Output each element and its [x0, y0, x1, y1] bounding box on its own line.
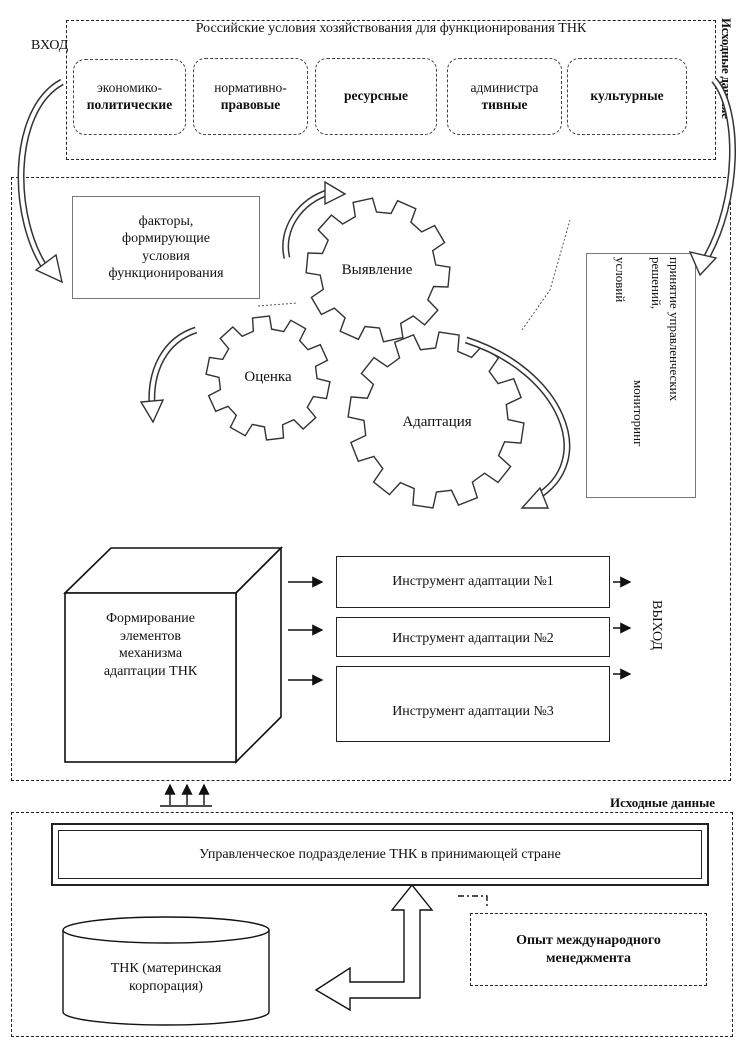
cube-shape [63, 546, 283, 764]
tool-label: Инструмент адаптации №3 [392, 704, 554, 719]
tool-box-2: Инструмент адаптации №2 [336, 617, 610, 657]
curved-arrow-detect-icon [282, 180, 347, 259]
management-decisions-box [586, 253, 696, 498]
cube-text: Формирование элементов механизма адаптац… [65, 610, 236, 680]
category-line: ресурсные [343, 88, 409, 104]
category-line: экономико- [96, 80, 163, 96]
parent-corporation-text: ТНК (материнская корпорация) [63, 960, 269, 996]
factors-line: функционирования [108, 266, 224, 281]
output-label: ВЫХОД [649, 600, 664, 650]
input-label: ВХОД [31, 38, 69, 53]
management-unit-inner: Управленческое подразделение ТНК в прини… [58, 830, 702, 879]
cube-line: механизма [118, 646, 183, 661]
category-economic-political: экономико- политические [73, 59, 186, 135]
parent-line: корпорация) [129, 979, 203, 995]
category-normative-legal: нормативно- правовые [193, 58, 308, 135]
category-line: тивные [481, 96, 528, 112]
experience-line: менеджмента [546, 950, 631, 966]
curved-arrow-adapt-icon [464, 336, 571, 509]
cube-line: элементов [119, 628, 182, 644]
cube-line: адаптации ТНК [103, 663, 198, 679]
category-resource: ресурсные [315, 58, 437, 135]
management-unit-box [51, 823, 709, 886]
factors-box: факторы, формирующие условия функциониро… [72, 196, 260, 299]
up-arrows-icon [160, 783, 212, 807]
category-line: культурные [590, 88, 664, 104]
category-line: администра [470, 79, 539, 95]
category-administrative: администра тивные [447, 58, 562, 135]
process-box [11, 177, 731, 781]
factors-line: условия [142, 248, 190, 264]
experience-line: Опыт международного [516, 933, 661, 948]
note-line: условий [613, 257, 628, 303]
bent-arrow-icon [314, 883, 434, 1012]
gear-assess-icon [205, 315, 331, 441]
tool-box-3: Инструмент адаптации №3 [336, 666, 610, 742]
curved-arrow-left-icon [17, 78, 64, 284]
tool-label: Инструмент адаптации №1 [392, 574, 554, 589]
curved-arrow-assess-icon [139, 326, 198, 424]
cylinder-shape [62, 916, 270, 1026]
management-unit-label: Управленческое подразделение ТНК в прини… [199, 846, 561, 862]
category-line: правовые [220, 96, 281, 112]
tool-label: Инструмент адаптации №2 [392, 631, 554, 646]
gear-label-assess: Оценка [244, 369, 292, 385]
curved-arrow-right-icon [688, 77, 736, 277]
parent-line: ТНК (материнская [110, 961, 222, 976]
factors-line: формирующие [122, 231, 210, 246]
gear-label-adapt: Адаптация [402, 414, 472, 430]
note-line: принятие управленческих [667, 257, 682, 402]
gear-label-detect: Выявление [341, 262, 413, 278]
cube-line: Формирование [105, 611, 196, 626]
input-conditions-box [66, 20, 716, 160]
tool-box-1: Инструмент адаптации №1 [336, 556, 610, 608]
conditions-title: Российские условия хозяйствования для фу… [195, 21, 587, 36]
category-line: нормативно- [214, 79, 287, 95]
international-experience-box: Опыт международного менеджмента [470, 913, 707, 986]
note-line: мониторинг [631, 380, 646, 447]
factors-line: факторы, [138, 213, 194, 229]
note-line: решений, [649, 257, 664, 310]
bottom-source-data-label: Исходные данные [610, 795, 716, 810]
gear-detect-icon [305, 197, 451, 343]
category-line: политические [86, 97, 173, 112]
category-cultural: культурные [567, 58, 687, 135]
note-col-1: принятие управленческих [666, 257, 682, 493]
